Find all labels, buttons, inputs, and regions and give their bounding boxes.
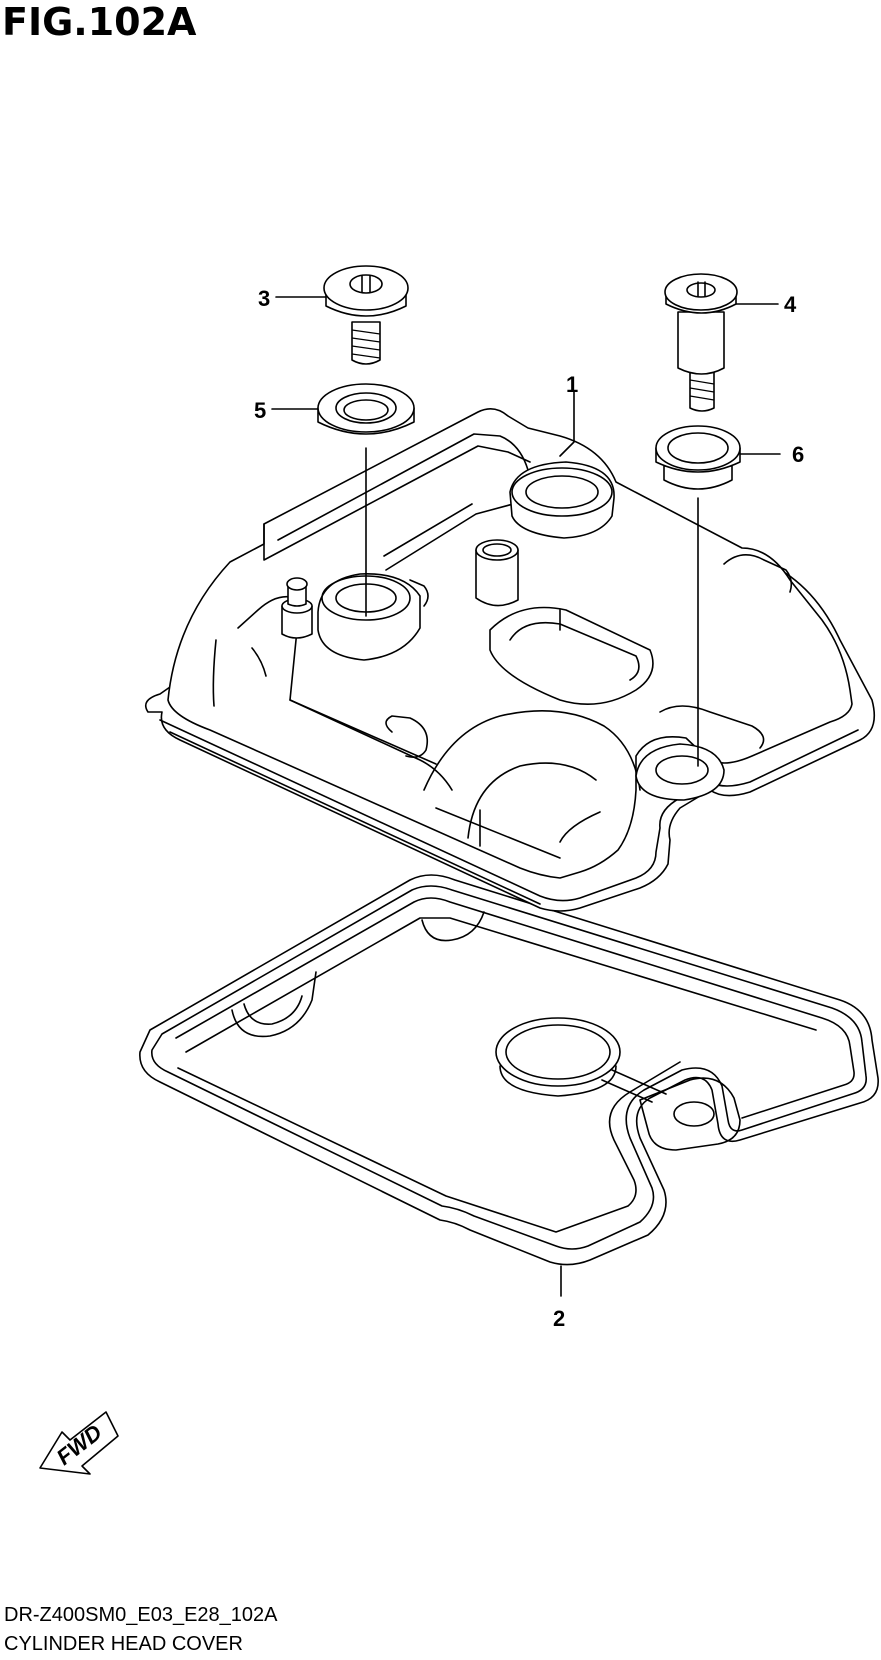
callout-2: 2 (553, 1306, 565, 1331)
fwd-arrow-icon: FWD (39, 1411, 119, 1475)
bolt-part-4[interactable] (664, 273, 738, 412)
figure-description: CYLINDER HEAD COVER (4, 1633, 243, 1655)
leader-lines (271, 296, 781, 1297)
figure-code: DR-Z400SM0_E03_E28_102A (4, 1604, 278, 1626)
grommet-part-6[interactable] (655, 425, 741, 490)
cylinder-head-cover-gasket[interactable] (139, 874, 879, 1266)
callout-6: 6 (792, 442, 804, 467)
callout-3: 3 (258, 286, 270, 311)
callout-1: 1 (566, 372, 578, 397)
figure-title: FIG.102A (2, 0, 197, 44)
cylinder-head-cover[interactable] (144, 408, 876, 912)
callout-5: 5 (254, 398, 266, 423)
bolt-part-3[interactable] (323, 265, 409, 365)
seal-washer-part-5[interactable] (317, 383, 415, 435)
callout-4: 4 (784, 292, 797, 317)
